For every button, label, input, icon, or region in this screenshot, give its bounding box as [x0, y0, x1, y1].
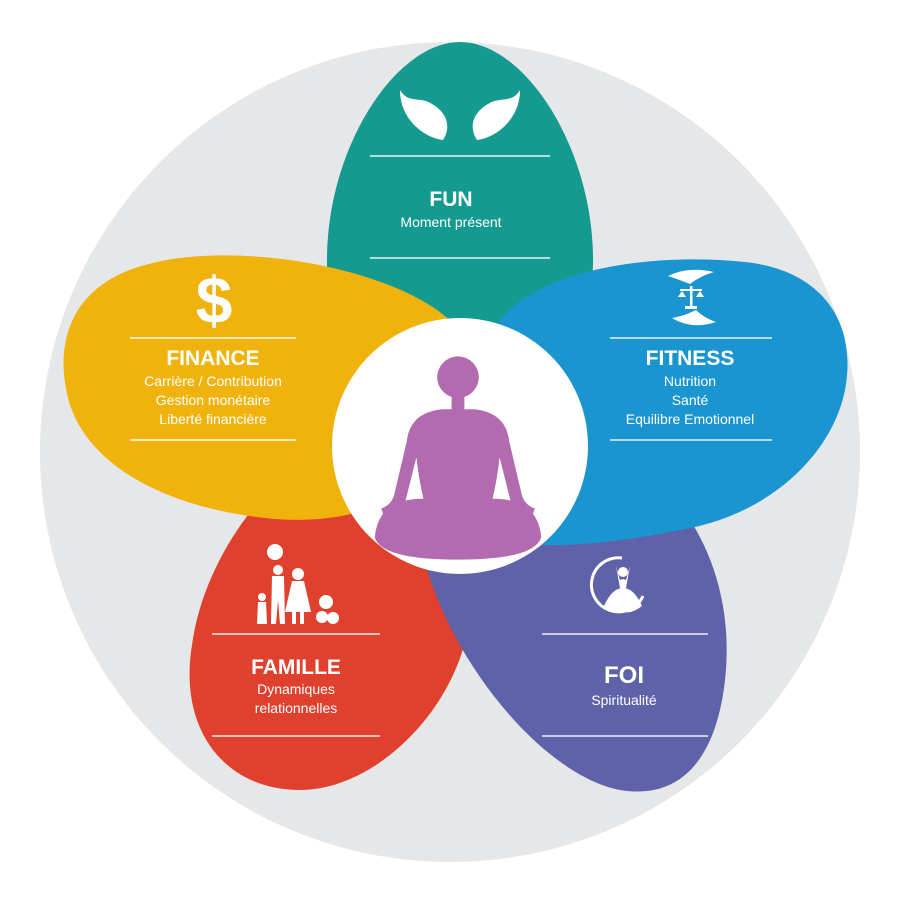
petal-title: FUN — [429, 188, 472, 211]
petal-line: Equilibre Emotionnel — [626, 411, 754, 427]
family-icon — [257, 544, 339, 624]
petal-line: Santé — [672, 392, 709, 408]
petal-title: FAMILLE — [251, 656, 341, 679]
petal-line: Moment présent — [400, 214, 501, 230]
petal-title: FINANCE — [166, 347, 259, 370]
yoga-meditation-icon — [589, 556, 645, 614]
balance-scale-hands-icon — [668, 269, 716, 326]
petal-line: relationnelles — [255, 700, 338, 716]
petal-title: FOI — [604, 662, 644, 689]
petal-line: Spiritualité — [591, 692, 657, 708]
petal-line: Gestion monétaire — [156, 392, 271, 408]
petal-line: Dynamiques — [257, 681, 335, 697]
dollar-icon: $ — [196, 263, 233, 337]
petal-line: Carrière / Contribution — [144, 373, 282, 389]
petal-line: Nutrition — [664, 373, 716, 389]
wings-icon — [400, 90, 520, 140]
petal-title: FITNESS — [646, 347, 735, 370]
petal-line: Liberté financière — [159, 411, 267, 427]
